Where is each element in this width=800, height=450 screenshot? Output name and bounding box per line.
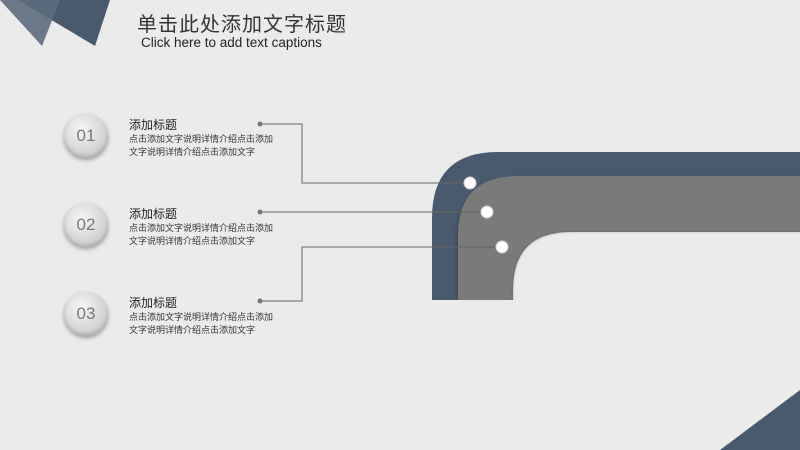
number-badge-3: 03 bbox=[64, 292, 108, 336]
bottom-right-corner-decoration bbox=[720, 390, 800, 450]
pipe-dot-1 bbox=[463, 176, 477, 190]
pipe-dot-2 bbox=[480, 205, 494, 219]
pipe-dot-3 bbox=[495, 240, 509, 254]
endpoint-dot-2 bbox=[257, 209, 263, 215]
item-desc-2[interactable]: 点击添加文字说明详情介绍点击添加文字说明详情介绍点击添加文字 bbox=[129, 224, 274, 247]
number-badge-2: 02 bbox=[64, 203, 108, 247]
connector-line-1 bbox=[260, 123, 470, 184]
item-title-1[interactable]: 添加标题 bbox=[129, 118, 178, 132]
number-badge-1: 01 bbox=[64, 114, 108, 158]
item-title-2[interactable]: 添加标题 bbox=[129, 207, 178, 221]
page-subtitle[interactable]: Click here to add text captions bbox=[141, 35, 322, 50]
list-item-2: 02 添加标题 点击添加文字说明详情介绍点击添加文字说明详情介绍点击添加文字 bbox=[64, 203, 294, 283]
pipe-cutout bbox=[513, 232, 800, 300]
item-title-3[interactable]: 添加标题 bbox=[129, 296, 178, 310]
list-item-1: 01 添加标题 点击添加文字说明详情介绍点击添加文字说明详情介绍点击添加文字 bbox=[64, 114, 294, 194]
connector-line-3 bbox=[260, 246, 501, 302]
top-left-corner-decoration bbox=[0, 0, 110, 46]
endpoint-dot-1 bbox=[257, 121, 263, 127]
page-title[interactable]: 单击此处添加文字标题 bbox=[137, 12, 347, 36]
item-desc-1[interactable]: 点击添加文字说明详情介绍点击添加文字说明详情介绍点击添加文字 bbox=[129, 135, 274, 158]
endpoint-dot-3 bbox=[257, 298, 263, 304]
item-desc-3[interactable]: 点击添加文字说明详情介绍点击添加文字说明详情介绍点击添加文字 bbox=[129, 313, 274, 336]
list-item-3: 03 添加标题 点击添加文字说明详情介绍点击添加文字说明详情介绍点击添加文字 bbox=[64, 292, 294, 372]
